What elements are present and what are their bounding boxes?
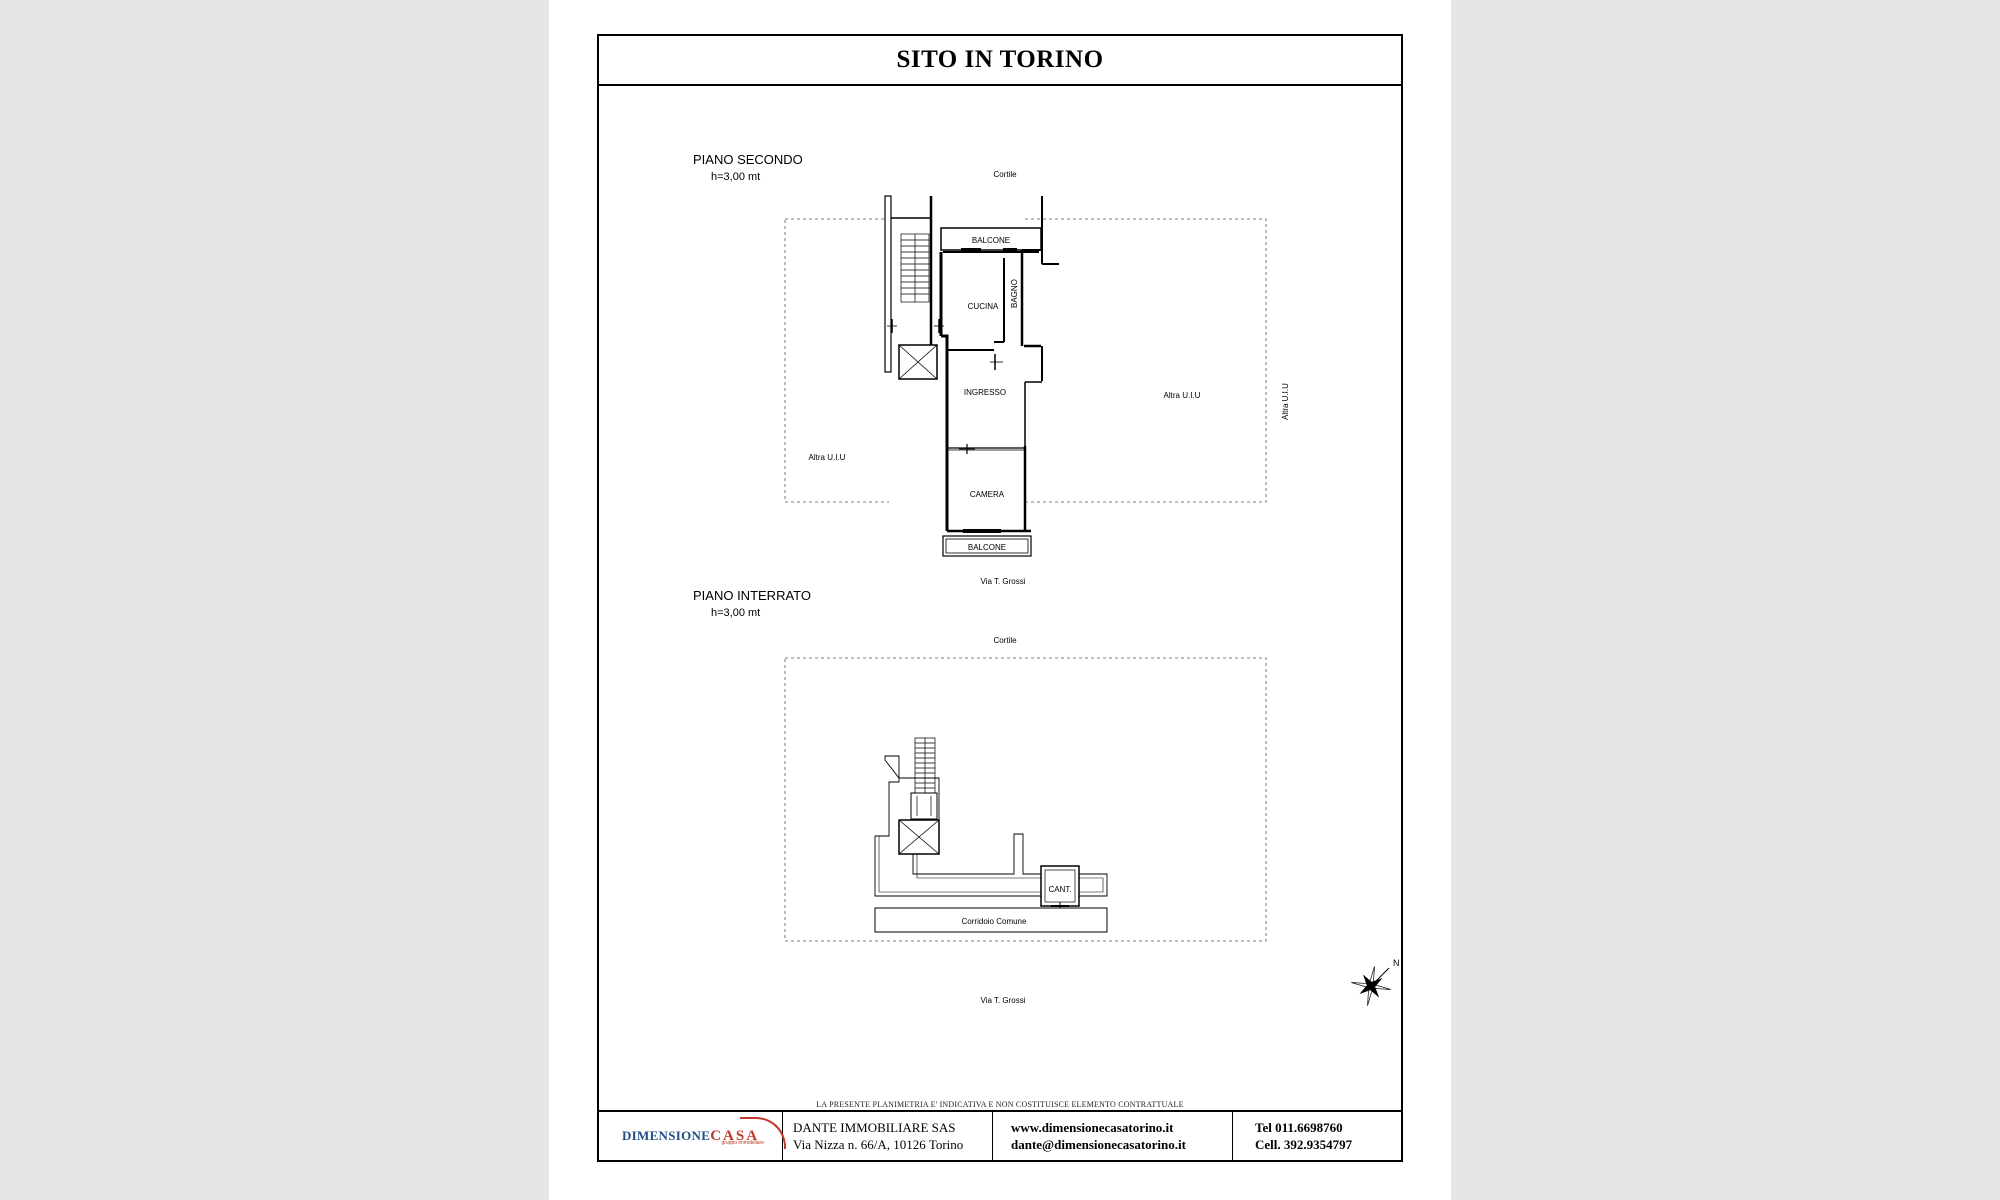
lower-building-outline [784, 657, 1267, 942]
disclaimer: LA PRESENTE PLANIMETRIA E' INDICATIVA E … [816, 1100, 1184, 1109]
room-cucina: CUCINA [968, 302, 999, 311]
logo-tagline: gruppo immobiliare [721, 1140, 764, 1146]
compass-rose-icon: N [1351, 958, 1400, 1006]
tel-cell: Tel 011.6698760 Cell. 392.9354797 [1233, 1112, 1401, 1160]
agency-cell: DANTE IMMOBILIARE SAS Via Nizza n. 66/A,… [783, 1112, 993, 1160]
lower-cortile-label: Cortile [993, 636, 1017, 645]
company-logo: DIMENSIONECASA [621, 1117, 786, 1149]
upper-plan: PIANO SECONDO h=3,00 mt Cortile [693, 152, 1290, 586]
lower-plan: PIANO INTERRATO h=3,00 mt Cortile [693, 588, 1267, 1005]
neighbour-right-side: Altra U.I.U [1281, 383, 1290, 420]
agency-address: Via Nizza n. 66/A, 10126 Torino [793, 1137, 964, 1152]
room-balcone-top: BALCONE [972, 236, 1010, 245]
upper-street-label: Via T. Grossi [980, 577, 1025, 586]
room-bagno: BAGNO [1010, 279, 1019, 308]
floor-plans-drawing: PIANO SECONDO h=3,00 mt Cortile [693, 152, 1400, 1006]
room-corridoio: Corridoio Comune [962, 917, 1027, 926]
website-link[interactable]: www.dimensionecasatorino.it [1011, 1120, 1174, 1135]
agency-name: DANTE IMMOBILIARE SAS [793, 1120, 956, 1135]
upper-cortile-label: Cortile [993, 170, 1017, 179]
upper-height-label: h=3,00 mt [711, 171, 760, 183]
email-link[interactable]: dante@dimensionecasatorino.it [1011, 1137, 1186, 1152]
logo-primary: DIMENSIONE [621, 1128, 711, 1143]
lower-stairs [910, 737, 938, 820]
document-frame: SITO IN TORINO PIANO SECONDO h=3,00 mt C… [597, 34, 1403, 1162]
lower-street-label: Via T. Grossi [980, 996, 1025, 1005]
upper-balcony-bottom [942, 535, 1032, 557]
upper-floor-label: PIANO SECONDO [693, 152, 803, 167]
neighbour-right: Altra U.I.U [1164, 391, 1201, 400]
compass-north-label: N [1393, 958, 1400, 968]
lower-floor-label: PIANO INTERRATO [693, 588, 811, 603]
web-cell: www.dimensionecasatorino.it dante@dimens… [993, 1112, 1233, 1160]
footer: DIMENSIONECASA gruppo immobiliare DANTE … [599, 1110, 1401, 1160]
room-ingresso: INGRESSO [964, 388, 1006, 397]
page-title: SITO IN TORINO [896, 46, 1104, 73]
phone-number[interactable]: Tel 011.6698760 [1255, 1120, 1343, 1135]
logo-cell: DIMENSIONECASA gruppo immobiliare [599, 1112, 786, 1160]
cantina-room [1040, 865, 1080, 907]
room-camera: CAMERA [970, 490, 1005, 499]
stair-treads [900, 233, 930, 303]
corridor [874, 907, 1108, 933]
lower-height-label: h=3,00 mt [711, 607, 760, 619]
mobile-number[interactable]: Cell. 392.9354797 [1255, 1137, 1353, 1152]
stair-wall-left [884, 195, 892, 373]
neighbour-left: Altra U.I.U [809, 453, 846, 462]
room-cantina: CANT. [1048, 885, 1071, 894]
room-balcone-bottom: BALCONE [968, 543, 1006, 552]
title-box: SITO IN TORINO [599, 36, 1401, 86]
document-sheet: SITO IN TORINO PIANO SECONDO h=3,00 mt C… [549, 0, 1451, 1200]
